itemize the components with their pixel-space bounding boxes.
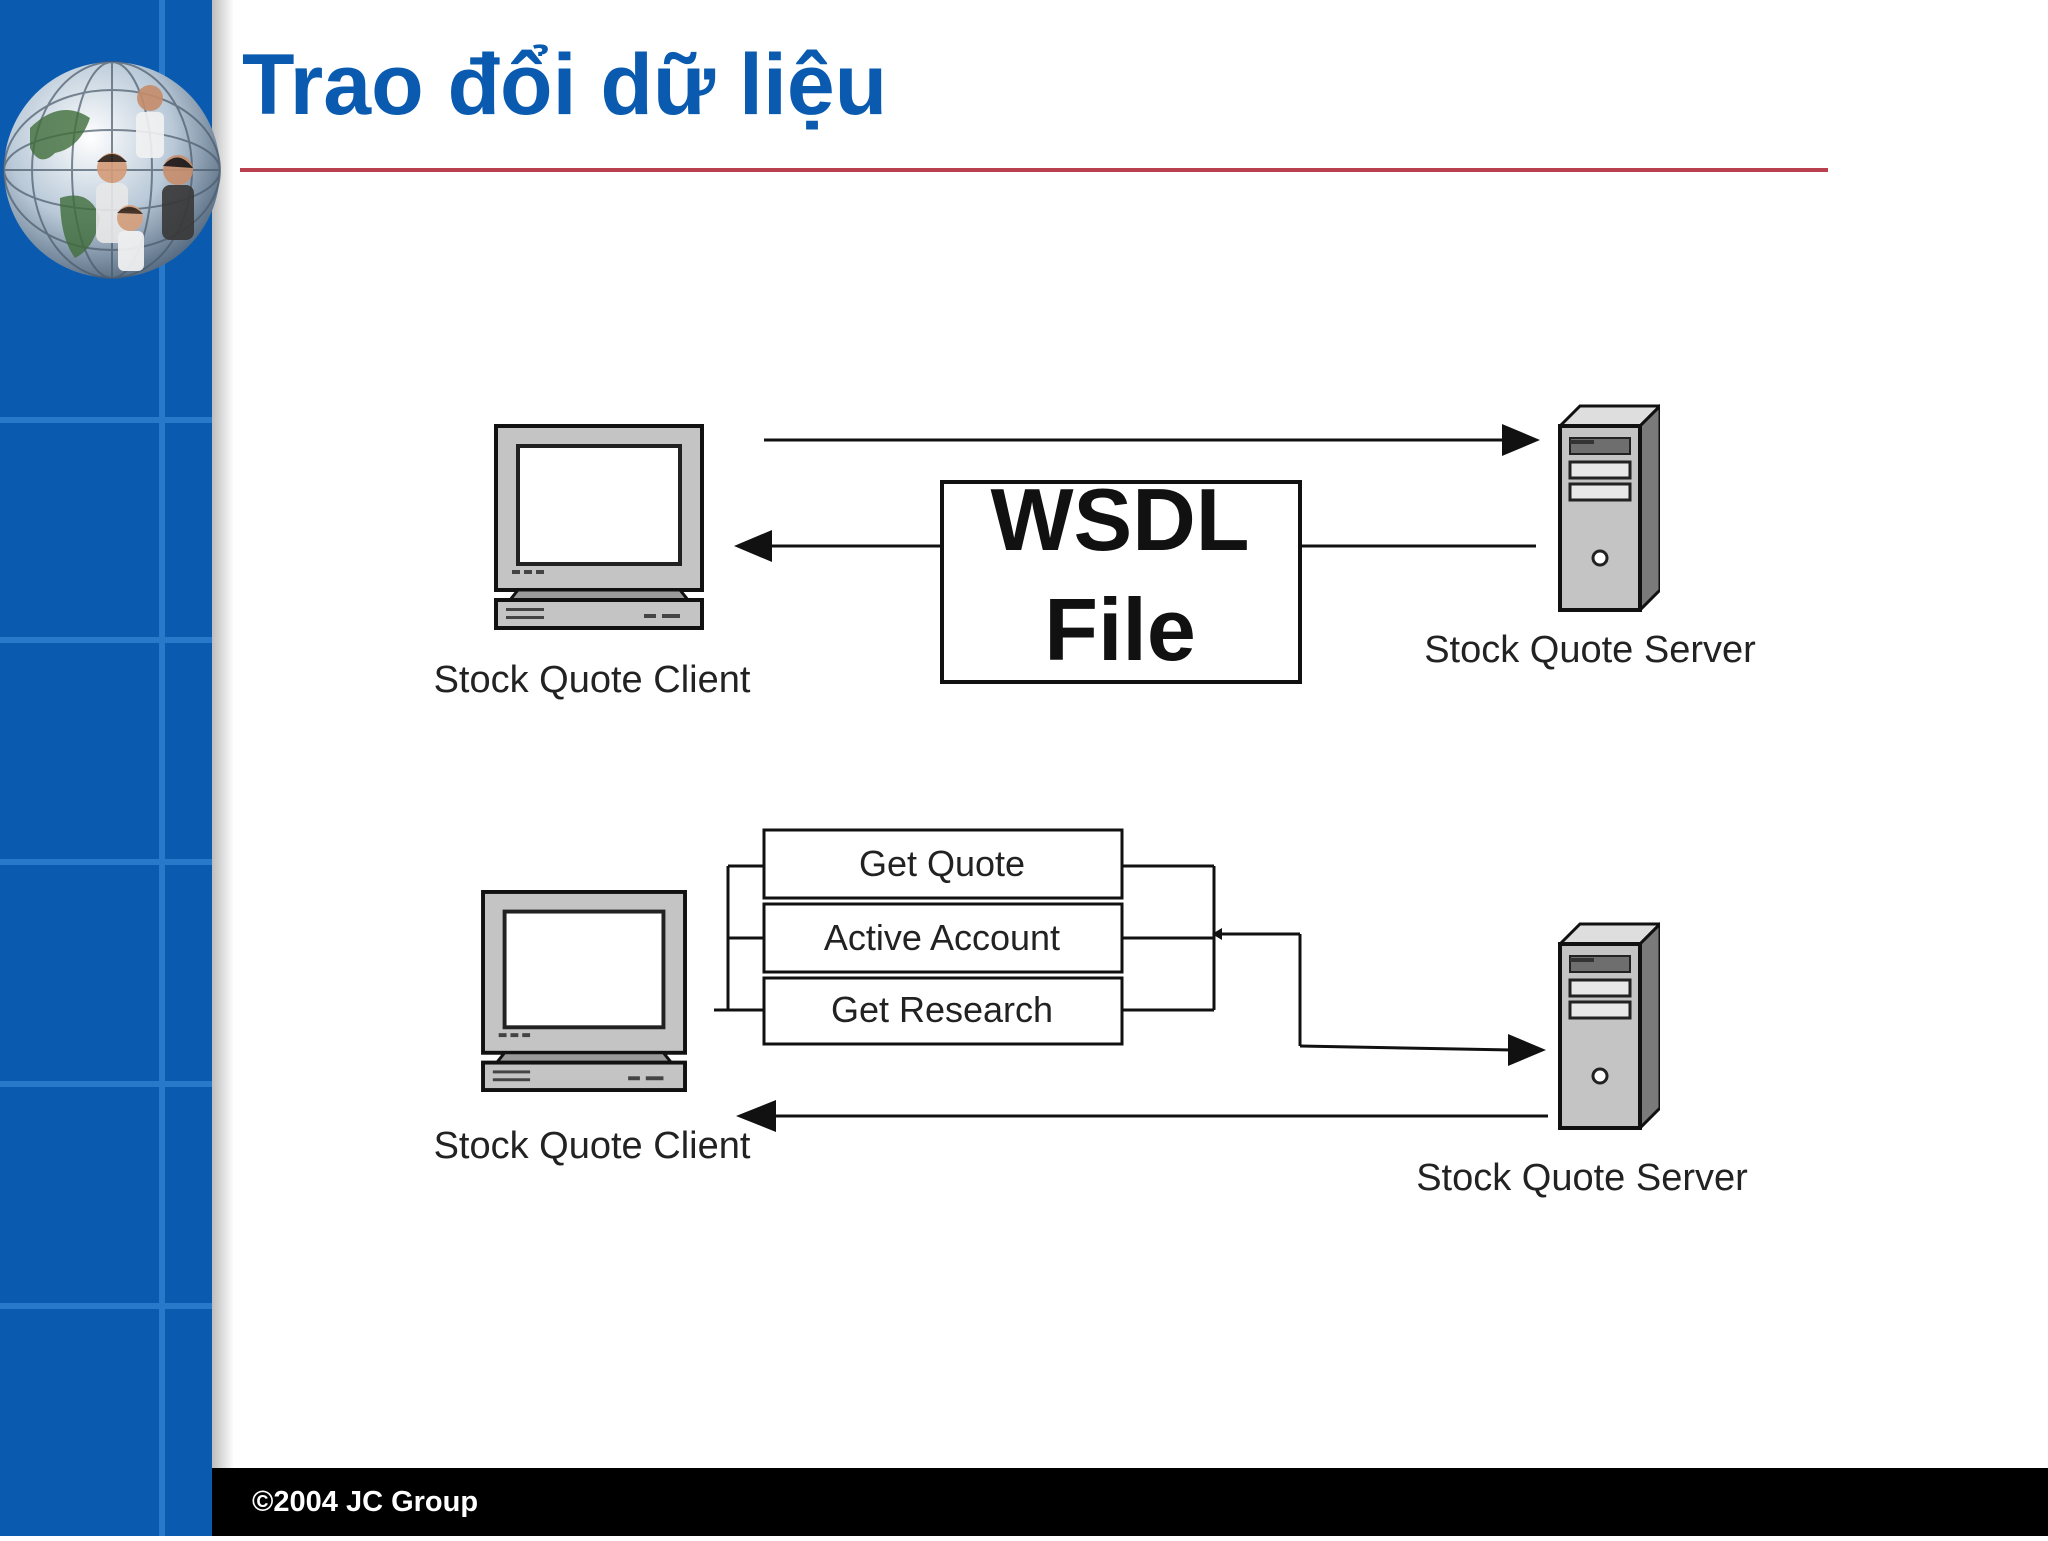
- arrow-icon: [734, 530, 772, 562]
- wsdl-file-box: [940, 480, 1302, 684]
- top-server-label: Stock Quote Server: [1424, 629, 1756, 671]
- server-icon: [1558, 404, 1660, 612]
- wsdl-label-line1: WSDL: [990, 470, 1249, 569]
- sidebar-shadow: [212, 0, 234, 1468]
- arrow-icon: [736, 1100, 776, 1132]
- arrow-icon: [1502, 424, 1540, 456]
- server-icon: [1558, 922, 1660, 1130]
- title-underline: [240, 168, 1828, 172]
- bottom-server-label: Stock Quote Server: [1416, 1157, 1748, 1199]
- client-connector: [714, 864, 764, 1012]
- arrow-icon: [1212, 928, 1222, 940]
- operation-active-account: Active Account: [824, 917, 1060, 958]
- globe-icon: [3, 61, 221, 279]
- wsdl-label-line2: File: [1044, 580, 1196, 679]
- bottom-client-label: Stock Quote Client: [434, 1125, 751, 1167]
- monitor-icon: [481, 890, 688, 1092]
- operation-box-active-account: [762, 902, 1124, 974]
- diagram: WSDL File Stock Quote Client Stock Quote…: [434, 404, 1756, 1199]
- top-client-label: Stock Quote Client: [434, 659, 751, 701]
- operation-box-get-quote: [762, 828, 1124, 900]
- monitor-icon: [494, 424, 704, 630]
- arrow-icon: [1508, 1034, 1546, 1066]
- globe-logo: [0, 58, 224, 287]
- footer-copyright: ©2004 JC Group: [252, 1486, 479, 1518]
- footer-bar: ©2004 JC Group: [212, 1468, 2048, 1536]
- operation-get-research: Get Research: [831, 989, 1053, 1030]
- slide-title: Trao đổi dữ liệu: [242, 37, 888, 133]
- server-connector: [1122, 864, 1513, 1052]
- operation-get-quote: Get Quote: [859, 843, 1025, 884]
